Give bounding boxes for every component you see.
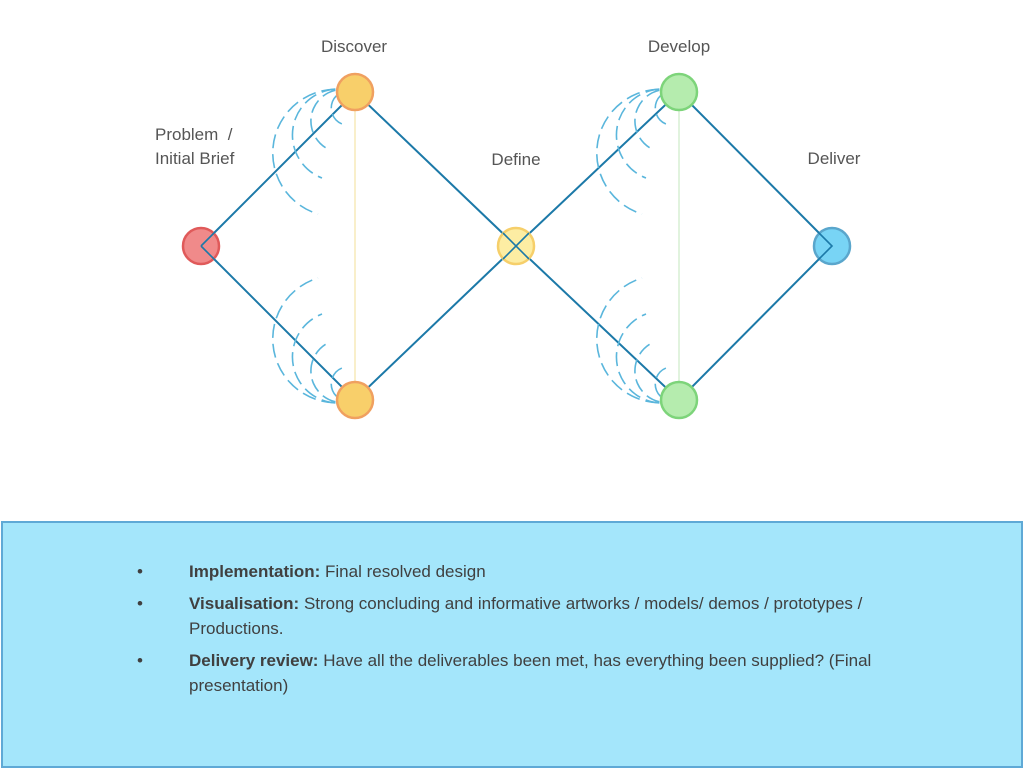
bullet-term: Delivery review: xyxy=(189,651,319,670)
develop-top-node xyxy=(659,72,699,112)
bullet-dot: • xyxy=(137,562,143,581)
bullet-term: Visualisation: xyxy=(189,594,300,613)
define-node-cross xyxy=(502,232,530,260)
label-problem-line1: Problem / xyxy=(155,125,233,144)
bullet-implementation: • Implementation: Final resolved design xyxy=(131,559,891,584)
label-problem-line2: Initial Brief xyxy=(155,149,235,168)
bullet-text: Have all the deliverables been met, has … xyxy=(189,651,872,695)
develop-bottom-node xyxy=(659,380,699,420)
double-diamond-diagram: Problem / Initial Brief Discover Define … xyxy=(155,37,861,420)
label-deliver: Deliver xyxy=(808,149,861,168)
deliver-info-panel: • Implementation: Final resolved design … xyxy=(1,521,1023,768)
second-diamond xyxy=(515,90,834,402)
develop-arcs xyxy=(596,88,680,404)
bullet-term: Implementation: xyxy=(189,562,321,581)
label-define: Define xyxy=(491,150,540,169)
bullet-visualisation: • Visualisation: Strong concluding and i… xyxy=(131,591,891,641)
discover-top-node xyxy=(335,72,375,112)
discover-bottom-node xyxy=(335,380,375,420)
problem-node-line xyxy=(200,227,220,265)
discover-arcs xyxy=(272,88,356,404)
deliver-node-line xyxy=(813,227,834,265)
first-diamond xyxy=(200,90,518,402)
deliver-bullet-list: • Implementation: Final resolved design … xyxy=(131,559,891,705)
bullet-delivery-review: • Delivery review: Have all the delivera… xyxy=(131,648,891,698)
bullet-text: Final resolved design xyxy=(320,562,486,581)
bullet-dot: • xyxy=(137,651,143,670)
label-discover: Discover xyxy=(321,37,387,56)
label-develop: Develop xyxy=(648,37,710,56)
bullet-text: Strong concluding and informative artwor… xyxy=(189,594,863,638)
bullet-dot: • xyxy=(137,594,143,613)
